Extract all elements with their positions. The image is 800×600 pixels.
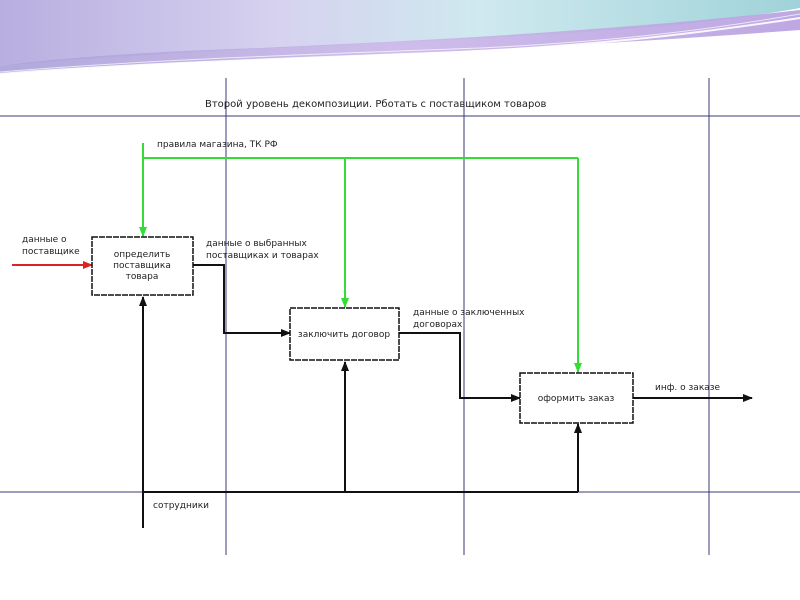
header-banner	[0, 0, 800, 75]
flow-arrows	[139, 264, 753, 528]
mechanism-label: сотрудники	[153, 501, 209, 511]
input-label-line2: поставщике	[22, 247, 80, 257]
control-arrows	[139, 143, 582, 373]
output2-label-line1: данные о заключенных	[413, 308, 525, 318]
output1-label-line2: поставщиках и товарах	[206, 251, 319, 261]
diagram-title: Второй уровень декомпозиции. Рботать с п…	[205, 99, 546, 110]
box1-line3: товара	[126, 272, 159, 282]
process-box-2: заключить договор	[289, 307, 400, 361]
control-label: правила магазина, ТК РФ	[157, 140, 278, 150]
box1-line1: определить	[114, 250, 171, 260]
guide-lines	[0, 78, 800, 555]
input-label-line1: данные о	[22, 235, 67, 245]
box2-line1: заключить договор	[298, 330, 390, 340]
output-label: инф. о заказе	[655, 383, 721, 393]
box1-line2: поставщика	[113, 261, 171, 271]
output2-label-line2: договорах	[413, 320, 463, 330]
box3-line1: оформить заказ	[538, 394, 615, 404]
process-box-3: оформить заказ	[519, 372, 634, 424]
output1-label-line1: данные о выбранных	[206, 239, 307, 249]
